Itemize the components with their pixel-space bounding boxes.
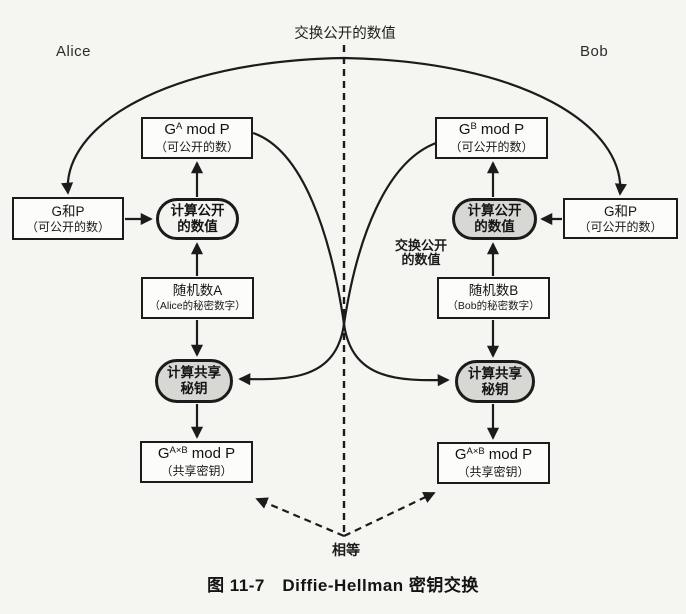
formula-superscript: A×B [169, 445, 188, 456]
alice-calc-public-node: 计算公开 的数值 [156, 198, 239, 240]
bob-calc-shared-line2: 秘钥 [481, 381, 509, 397]
formula-rest: mod P [191, 445, 236, 462]
mid-exchange-line1: 交换公开 [394, 238, 447, 253]
bob-gp-subtitle: （可公开的数） [578, 219, 663, 234]
formula-base: G [157, 445, 170, 462]
equal-arrow-left [255, 497, 345, 538]
bob-shared-subtitle: （共享密钥） [457, 465, 530, 479]
formula-rest: mod P [488, 446, 533, 463]
alice-public-subtitle: （可公开的数） [154, 140, 239, 154]
bob-calc-public-node: 计算公开 的数值 [452, 198, 537, 240]
formula-superscript: A×B [466, 446, 485, 457]
bob-random-subtitle: （Bob的秘密数字） [447, 300, 540, 312]
alice-calc-public-line2: 的数值 [177, 219, 218, 234]
formula-rest: mod P [480, 121, 525, 138]
curve-alice-public-to-bob [252, 131, 450, 387]
formula-base: G [164, 121, 176, 138]
formula-base: G [454, 446, 467, 463]
top-exchange-label: 交换公开的数值 [294, 26, 396, 42]
alice-gp-title: G和P [51, 203, 85, 219]
alice-calc-shared-node: 计算共享 秘钥 [155, 359, 233, 403]
bob-random-box: 随机数B （Bob的秘密数字） [437, 277, 550, 319]
alice-label: Alice [56, 43, 92, 60]
alice-calc-shared-line1: 计算共享 [167, 365, 221, 380]
alice-calc-shared-line2: 秘钥 [180, 381, 208, 396]
bob-label: Bob [580, 43, 609, 60]
alice-random-title: 随机数A [172, 283, 223, 298]
bob-calc-shared-node: 计算共享 秘钥 [455, 360, 535, 403]
mid-exchange-label: 交换公开 的数值 [389, 239, 453, 267]
formula-rest: mod P [186, 121, 230, 138]
formula-superscript: A [175, 121, 183, 132]
alice-shared-subtitle: （共享密钥） [160, 464, 233, 478]
alice-random-box: 随机数A （Alice的秘密数字） [141, 277, 254, 319]
equal-arrow-right [343, 491, 436, 537]
top-exchange-arc [61, 56, 627, 196]
alice-calc-public-line1: 计算公开 [170, 203, 225, 218]
bob-gp-box: G和P （可公开的数） [563, 198, 678, 239]
curve-bob-public-to-alice [238, 141, 437, 386]
bob-calc-public-line1: 计算公开 [467, 203, 522, 218]
bob-public-subtitle: （可公开的数） [449, 140, 534, 154]
formula-base: G [458, 121, 471, 138]
bob-random-title: 随机数B [468, 283, 519, 298]
alice-gp-subtitle: （可公开的数） [25, 219, 110, 234]
equal-label: 相等 [332, 542, 360, 558]
bob-gp-title: G和P [603, 203, 637, 219]
mid-exchange-line2: 的数值 [401, 252, 441, 267]
alice-random-subtitle: （Alice的秘密数字） [149, 300, 246, 312]
bob-calc-shared-line1: 计算共享 [468, 365, 522, 381]
bob-calc-public-line2: 的数值 [474, 219, 515, 234]
figure-caption: 图 11-7 Diffie-Hellman 密钥交换 [207, 576, 479, 595]
formula-superscript: B [470, 121, 477, 132]
alice-gp-box: G和P （可公开的数） [12, 197, 124, 240]
